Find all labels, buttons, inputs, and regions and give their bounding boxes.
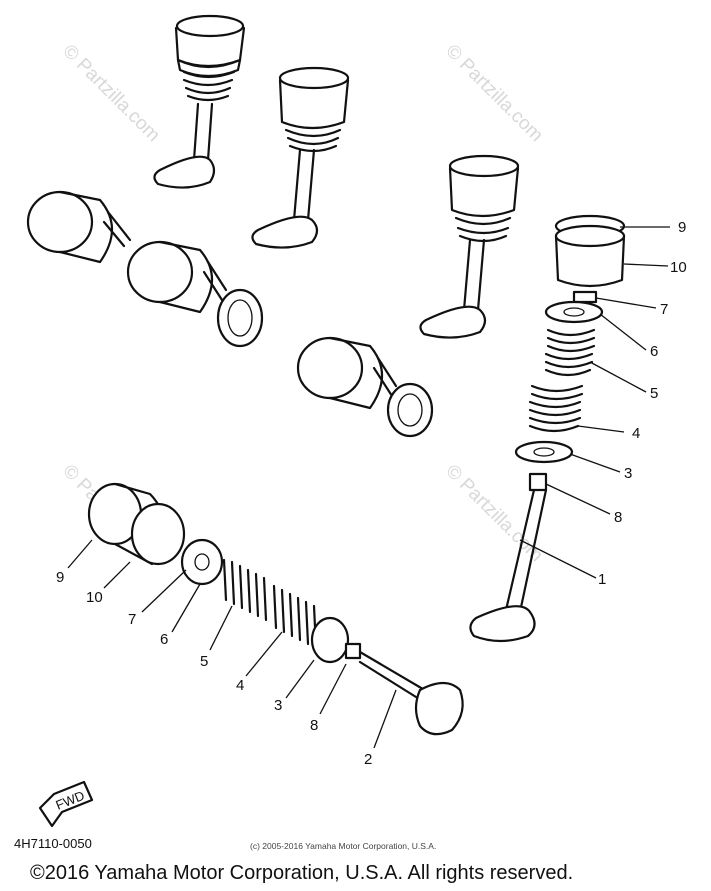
callout-3-right: 3 [624,465,632,482]
valve-assembly-top-right [419,154,520,339]
valve-assembly-middle [296,336,434,438]
fwd-arrow-icon: FWD [38,780,94,828]
valve-assembly-left-upper [26,190,132,264]
callout-2: 2 [364,751,372,768]
callout-3-left: 3 [274,697,282,714]
valve-assembly-top-left [153,14,246,189]
copyright-small: (c) 2005-2016 Yamaha Motor Corporation, … [250,841,436,851]
callout-6-left: 6 [160,631,168,648]
callout-6-right: 6 [650,343,658,360]
callout-8-left: 8 [310,717,318,734]
copyright-main: ©2016 Yamaha Motor Corporation, U.S.A. A… [30,862,573,884]
callout-10-right: 10 [670,259,687,276]
callout-8-right: 8 [614,509,622,526]
valve-assembly-left-lower [126,240,264,348]
valve-assembly-top-middle [251,66,350,249]
callout-4-left: 4 [236,677,244,694]
diagram-code: 4H7110-0050 [14,836,92,851]
callout-9-right: 9 [678,219,686,236]
watermark-1: © Partzilla.com [58,41,163,146]
leader-lines [67,226,670,749]
callout-5-right: 5 [650,385,658,402]
callout-9-left: 9 [56,569,64,586]
callout-7-left: 7 [128,611,136,628]
callout-4-right: 4 [632,425,640,442]
callout-10-left: 10 [86,589,103,606]
callout-7-right: 7 [660,301,668,318]
exploded-valve-right [469,214,626,643]
callout-1: 1 [598,571,606,588]
callout-5-left: 5 [200,653,208,670]
watermark-2: © Partzilla.com [441,41,546,146]
exploded-valve-lower [87,482,464,736]
